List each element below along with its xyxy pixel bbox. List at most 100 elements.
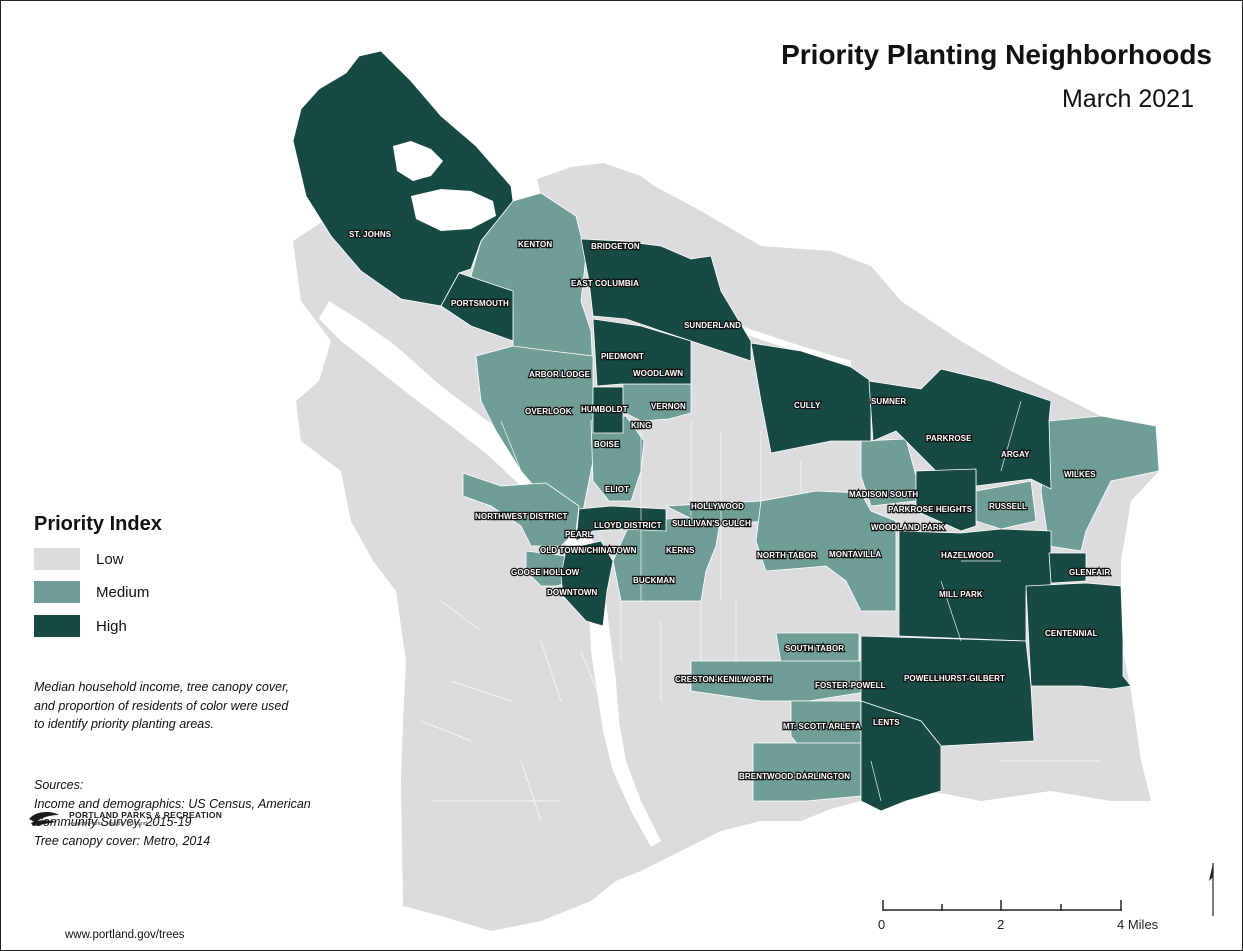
neighborhood-label-buckman: BUCKMAN <box>633 576 675 585</box>
neighborhood-label-piedmont: PIEDMONT <box>601 352 644 361</box>
website-url: www.portland.gov/trees <box>65 929 185 941</box>
neighborhood-label-hollywood: HOLLYWOOD <box>691 502 744 511</box>
area-northwest <box>462 472 580 547</box>
north-arrow-head <box>1209 863 1213 881</box>
area-brentwood <box>752 742 862 802</box>
scale-label-0: 0 <box>878 917 885 932</box>
high-priority-areas <box>292 50 1132 812</box>
area-downtown <box>560 540 614 627</box>
method-note-line: Median household income, tree canopy cov… <box>34 680 290 694</box>
neighborhood-label-montavilla: MONTAVILLA <box>829 550 881 559</box>
leaf-logo-icon <box>29 811 59 826</box>
neighborhood-label-downtown: DOWNTOWN <box>547 588 598 597</box>
neighborhood-label-kerns: KERNS <box>666 546 695 555</box>
area-st-johns <box>292 50 514 307</box>
logo-text: PORTLAND PARKS & RECREATION Healthy Park… <box>69 810 222 827</box>
neighborhood-label-creston-kenilworth: CRESTON-KENILWORTH <box>675 675 772 684</box>
neighborhood-label-sullivan-s-gulch: SULLIVAN'S GULCH <box>672 519 751 528</box>
scale-label-2: 2 <box>997 917 1004 932</box>
neighborhood-label-lloyd-district: LLOYD DISTRICT <box>594 521 662 530</box>
neighborhood-label-northwest-district: NORTHWEST DISTRICT <box>475 512 567 521</box>
neighborhood-label-old-town-chinatown: OLD TOWN/CHINATOWN <box>540 546 637 555</box>
neighborhood-label-mt-scott-arleta: MT. SCOTT-ARLETA <box>783 722 861 731</box>
area-lloyd-pearl <box>575 505 667 542</box>
area-wilkes <box>1040 415 1160 552</box>
neighborhood-label-kenton: KENTON <box>518 240 552 249</box>
legend-title: Priority Index <box>34 513 162 535</box>
neighborhood-label-east-columbia: EAST COLUMBIA <box>571 279 639 288</box>
neighborhood-label-mill-park: MILL PARK <box>939 590 983 599</box>
neighborhood-label-north-tabor: NORTH TABOR <box>757 551 817 560</box>
sources-note: Sources: Income and demographics: US Cen… <box>34 776 311 850</box>
legend-item-low: Low <box>34 548 124 570</box>
sources-line: Tree canopy cover: Metro, 2014 <box>34 833 211 848</box>
area-centennial <box>1025 582 1132 690</box>
neighborhood-label-parkrose: PARKROSE <box>926 434 972 443</box>
neighborhood-label-argay: ARGAY <box>1001 450 1030 459</box>
area-portsmouth <box>440 272 514 342</box>
neighborhood-label-madison-south: MADISON SOUTH <box>849 490 918 499</box>
sources-line: Income and demographics: US Census, Amer… <box>34 796 311 811</box>
neighborhood-label-portsmouth: PORTSMOUTH <box>451 299 509 308</box>
sources-line: Sources: <box>34 778 84 792</box>
neighborhood-label-cully: CULLY <box>794 401 821 410</box>
neighborhood-label-eliot: ELIOT <box>605 485 629 494</box>
neighborhood-label-parkrose-heights: PARKROSE HEIGHTS <box>888 505 973 514</box>
columbia-slough <box>349 176 851 366</box>
neighborhood-label-woodlawn: WOODLAWN <box>633 369 683 378</box>
area-woodland-park <box>915 468 977 532</box>
method-note-line: to identify priority planting areas. <box>34 717 214 731</box>
neighborhood-label-st-johns: ST. JOHNS <box>349 230 392 239</box>
legend-label-low: Low <box>96 550 124 568</box>
neighborhood-label-boise: BOISE <box>594 440 620 449</box>
boundary-lines-2 <box>420 400 1101 822</box>
neighborhood-label-foster-powell: FOSTER-POWELL <box>815 681 886 690</box>
area-bridgeton-east-columbia <box>580 238 752 362</box>
logo-name: PORTLAND PARKS & RECREATION <box>69 809 223 820</box>
neighborhood-label-lents: LENTS <box>873 718 900 727</box>
neighborhood-label-russell: RUSSELL <box>989 502 1027 511</box>
legend-swatch-low <box>34 548 80 570</box>
logo-tagline: Healthy Parks, Healthy Portland <box>69 820 147 827</box>
neighborhood-label-powellhurst-gilbert: POWELLHURST-GILBERT <box>904 674 1005 683</box>
island-south <box>411 189 496 231</box>
hayden-island-low <box>537 163 661 201</box>
area-humboldt <box>592 386 624 434</box>
portland-parks-logo: PORTLAND PARKS & RECREATION Healthy Park… <box>27 809 222 827</box>
neighborhood-label-arbor-lodge: ARBOR LODGE <box>529 370 591 379</box>
legend-label-medium: Medium <box>96 583 150 601</box>
island-north <box>393 141 443 181</box>
sources-line: Community Survey, 2015-19 <box>34 815 192 829</box>
legend-swatch-high <box>34 615 80 637</box>
neighborhood-label-sumner: SUMNER <box>871 397 906 406</box>
neighborhood-label-king: KING <box>631 421 651 430</box>
neighborhood-label-vernon: VERNON <box>651 402 686 411</box>
neighborhood-label-overlook: OVERLOOK <box>525 407 572 416</box>
north-arrow-icon <box>1209 863 1214 916</box>
map-subtitle: March 2021 <box>1061 85 1194 113</box>
area-sumner-parkrose <box>868 368 1052 490</box>
legend-label-high: High <box>96 617 127 635</box>
neighborhood-label-sunderland: SUNDERLAND <box>684 321 741 330</box>
area-piedmont-woodlawn <box>592 318 692 387</box>
neighborhood-label-goose-hollow: GOOSE HOLLOW <box>511 568 580 577</box>
neighborhood-label-woodland-park: WOODLAND PARK <box>871 523 945 532</box>
neighborhood-label-pearl: PEARL <box>565 530 593 539</box>
area-madison-montavilla <box>755 490 897 612</box>
neighborhood-label-centennial: CENTENNIAL <box>1045 629 1098 638</box>
method-note-line: and proportion of residents of color wer… <box>34 698 289 713</box>
medium-priority-areas <box>462 192 1160 802</box>
neighborhood-label-wilkes: WILKES <box>1064 470 1096 479</box>
area-boise-eliot <box>590 415 645 502</box>
neighborhood-label-humboldt: HUMBOLDT <box>581 405 628 414</box>
method-note: Median household income, tree canopy cov… <box>34 678 289 734</box>
map-title: Priority Planting Neighborhoods <box>781 39 1212 70</box>
area-lents <box>860 700 942 812</box>
scale-label-4: 4 Miles <box>1117 917 1159 932</box>
legend-item-medium: Medium <box>34 581 149 603</box>
neighborhood-label-hazelwood: HAZELWOOD <box>941 551 994 560</box>
boundary-lines-1 <box>500 420 802 702</box>
